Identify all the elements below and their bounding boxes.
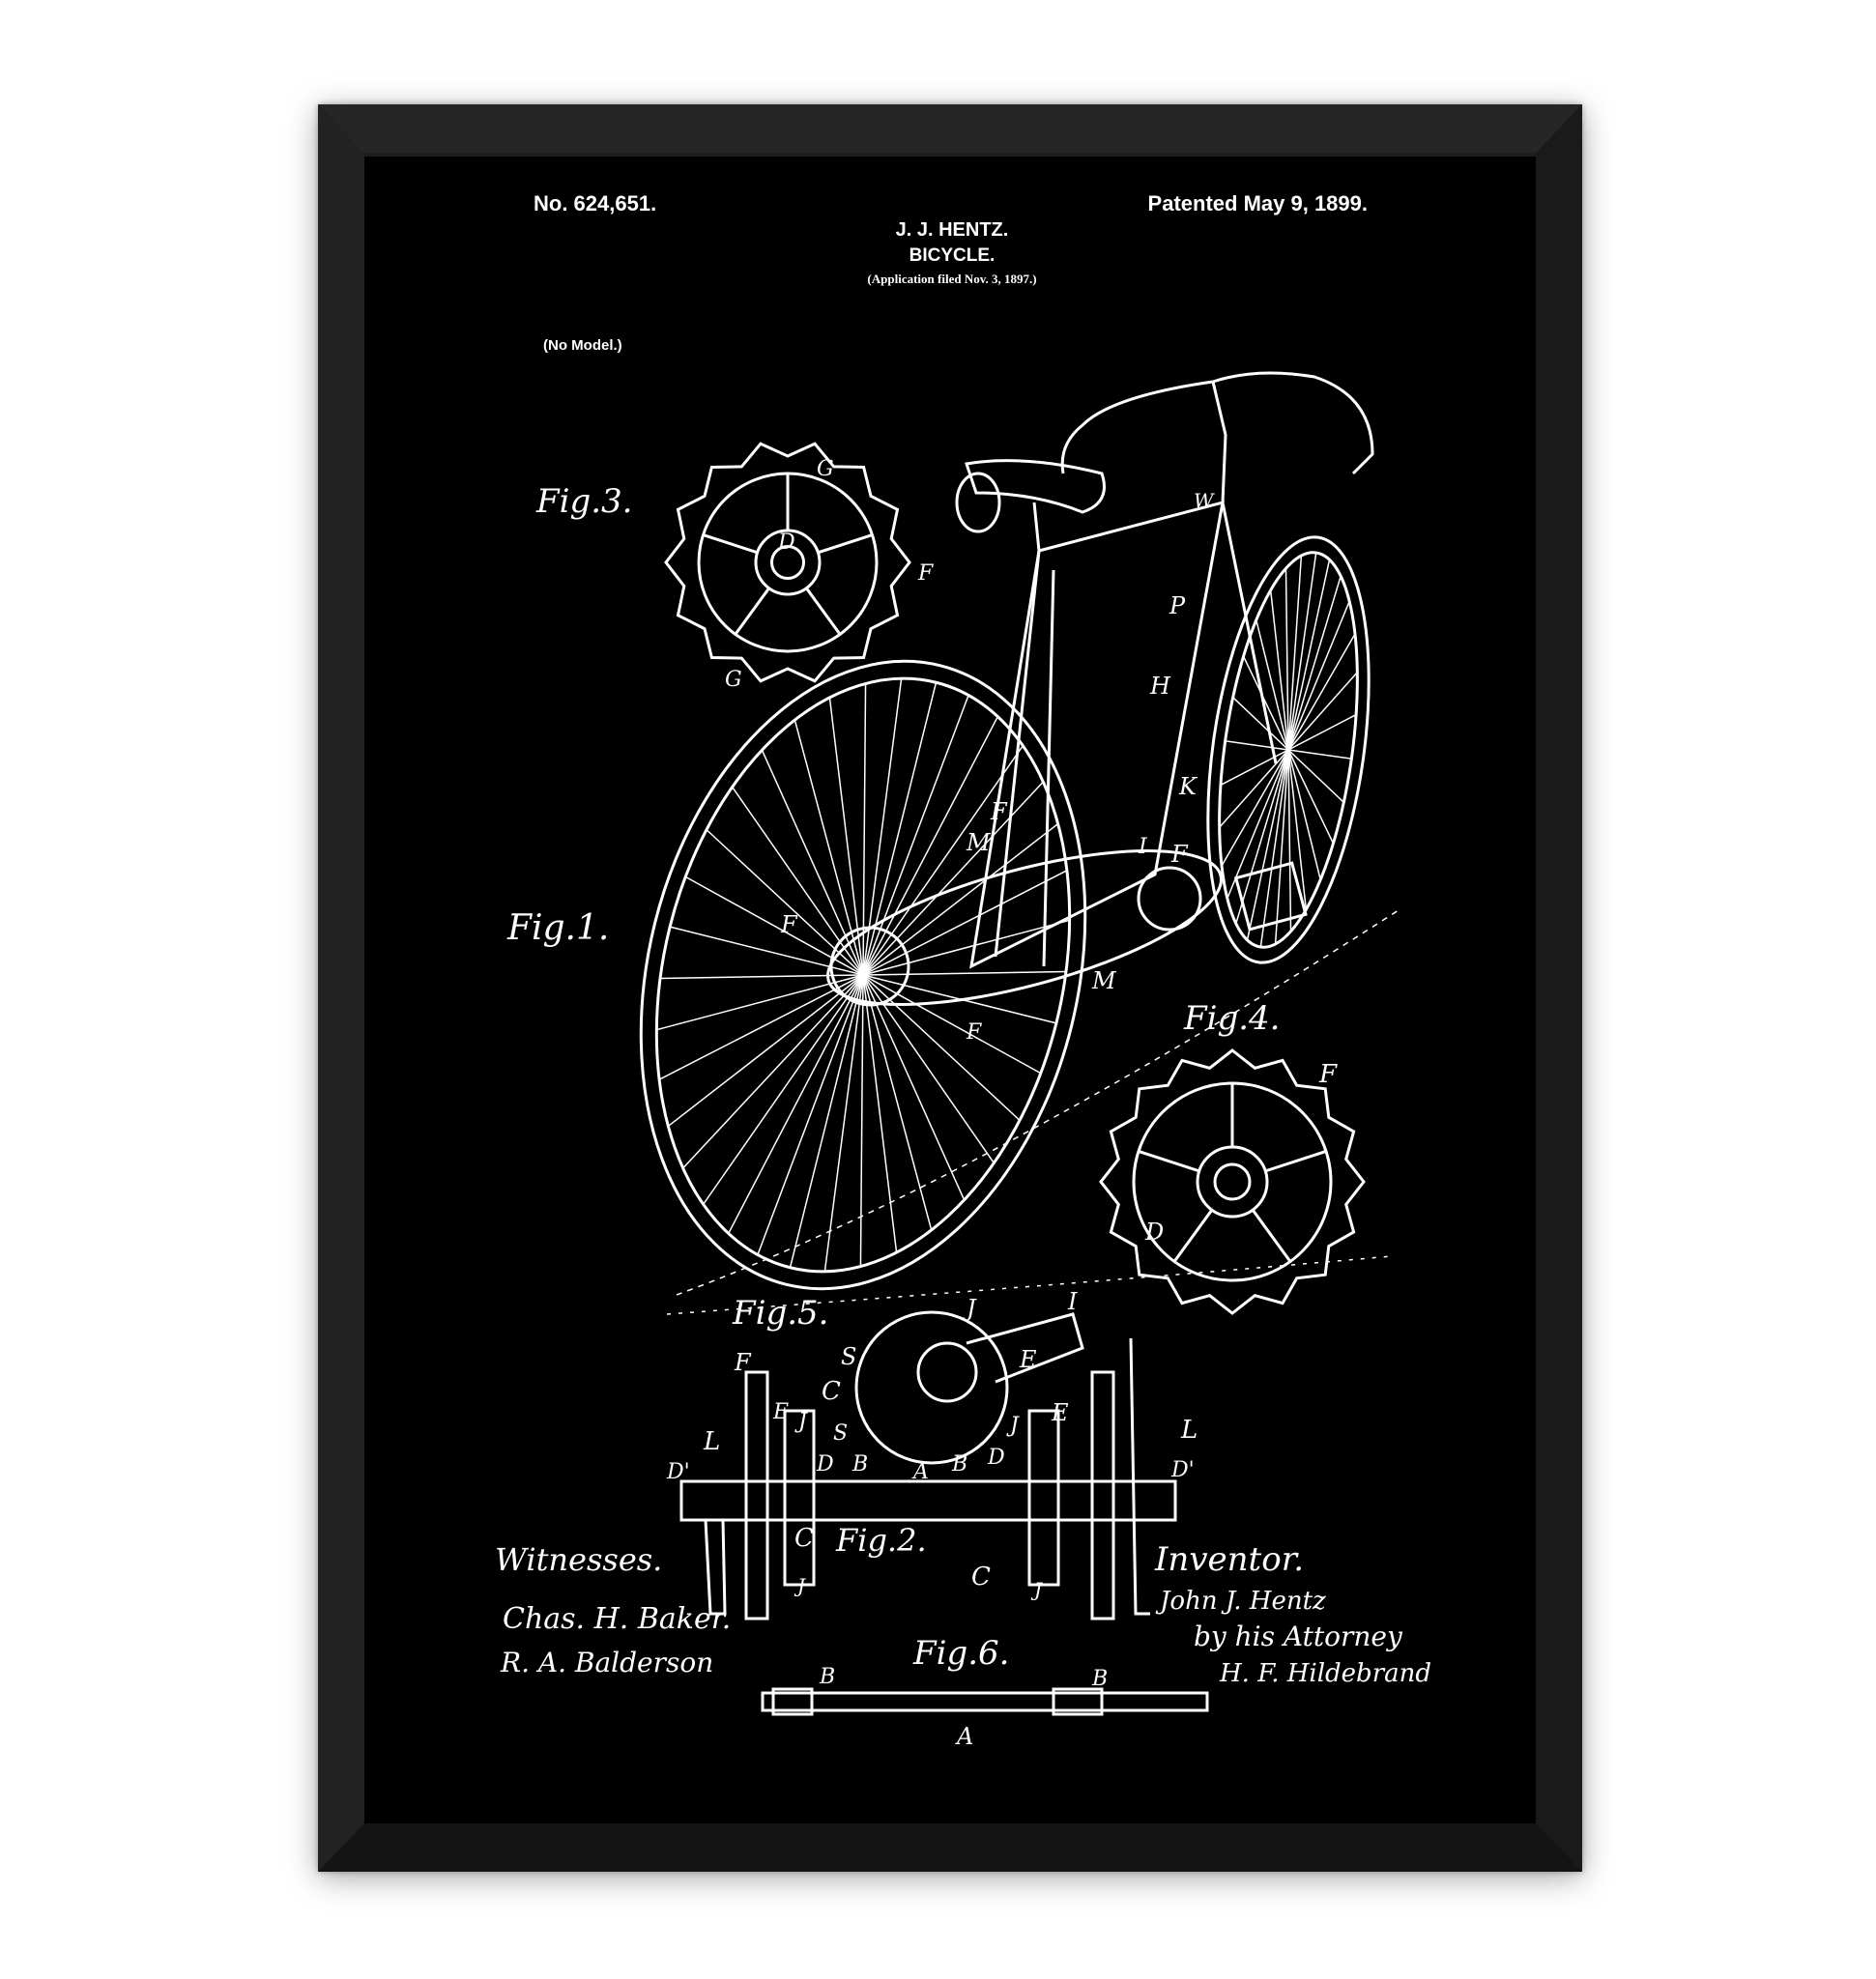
part-label: J xyxy=(1006,1414,1020,1438)
part-label: M xyxy=(966,829,992,856)
part-label: M xyxy=(1091,967,1117,994)
part-label: F xyxy=(966,1020,982,1045)
witnesses-label: Witnesses. xyxy=(495,1541,662,1578)
part-label: I xyxy=(1067,1288,1078,1315)
part-label: E xyxy=(772,1400,789,1424)
fig1-bicycle xyxy=(639,371,1402,1315)
part-label: D' xyxy=(1170,1458,1195,1482)
part-label: L xyxy=(1180,1416,1198,1445)
patent-number: No. 624,651. xyxy=(534,191,656,215)
part-label: C xyxy=(971,1563,991,1592)
part-label: F xyxy=(1170,841,1189,868)
part-label: F xyxy=(917,561,934,586)
part-label: H xyxy=(1149,673,1171,700)
part-label: F xyxy=(1318,1060,1338,1089)
part-label: S xyxy=(833,1421,848,1446)
witness2-signature: R. A. Balderson xyxy=(500,1647,713,1678)
part-label: D xyxy=(1144,1219,1164,1246)
part-label: E xyxy=(1051,1399,1069,1426)
part-label: K xyxy=(1178,773,1198,800)
part-label: F xyxy=(990,798,1008,825)
fig4-label: Fig.4. xyxy=(1183,999,1280,1038)
fig2-label: Fig.2. xyxy=(835,1522,927,1559)
inventor-heading: J. J. HENTZ. xyxy=(896,219,1009,241)
part-label: F xyxy=(734,1349,752,1376)
part-label: P xyxy=(1169,592,1186,619)
part-label: I xyxy=(1138,835,1148,859)
part-label: J xyxy=(962,1295,977,1322)
fig3-label: Fig.3. xyxy=(535,482,632,521)
attorney-label: by his Attorney xyxy=(1194,1620,1403,1652)
part-label: B xyxy=(1091,1667,1108,1691)
inventor-signature: John J. Hentz xyxy=(1155,1587,1326,1616)
part-label: E xyxy=(1019,1346,1037,1373)
part-label: J xyxy=(794,1574,806,1597)
inventor-label: Inventor. xyxy=(1154,1540,1304,1579)
part-label: J xyxy=(1030,1578,1043,1601)
part-label: B xyxy=(819,1665,835,1689)
fig6-shaft xyxy=(761,1687,1209,1716)
part-label: J xyxy=(794,1410,808,1434)
model-note: (No Model.) xyxy=(543,337,622,354)
fig4-sprocket xyxy=(1099,1048,1366,1315)
fig3-sprocket xyxy=(664,442,911,683)
fig5-label: Fig.5. xyxy=(732,1294,828,1333)
part-label: C xyxy=(822,1377,841,1406)
part-label: G xyxy=(817,457,834,481)
part-label: W xyxy=(1194,489,1215,512)
patent-title: BICYCLE. xyxy=(909,245,996,266)
fig1-label: Fig.1. xyxy=(506,908,609,948)
part-label: D xyxy=(777,531,795,555)
fig2-axle-assembly xyxy=(679,1337,1177,1620)
part-label: S xyxy=(841,1343,856,1370)
fig6-part-label: A xyxy=(955,1723,973,1750)
part-label: D' xyxy=(666,1460,690,1484)
attorney-signature: H. F. Hildebrand xyxy=(1219,1659,1431,1688)
patent-poster xyxy=(364,157,1536,1823)
fig6-label: Fig.6. xyxy=(912,1634,1009,1673)
part-label: D xyxy=(987,1446,1005,1470)
application-date: (Application filed Nov. 3, 1897.) xyxy=(867,272,1036,286)
part-label: C xyxy=(794,1524,814,1553)
part-label: B xyxy=(851,1452,868,1477)
part-label: F xyxy=(780,911,798,938)
part-label: A xyxy=(911,1460,929,1484)
witness1-signature: Chas. H. Baker. xyxy=(503,1602,731,1636)
part-label: G xyxy=(725,668,742,692)
part-label: D xyxy=(816,1452,834,1477)
patent-date: Patented May 9, 1899. xyxy=(1148,191,1368,215)
part-label: L xyxy=(703,1427,720,1456)
part-label: B xyxy=(951,1452,967,1477)
fig5-crank-detail xyxy=(854,1310,1084,1465)
